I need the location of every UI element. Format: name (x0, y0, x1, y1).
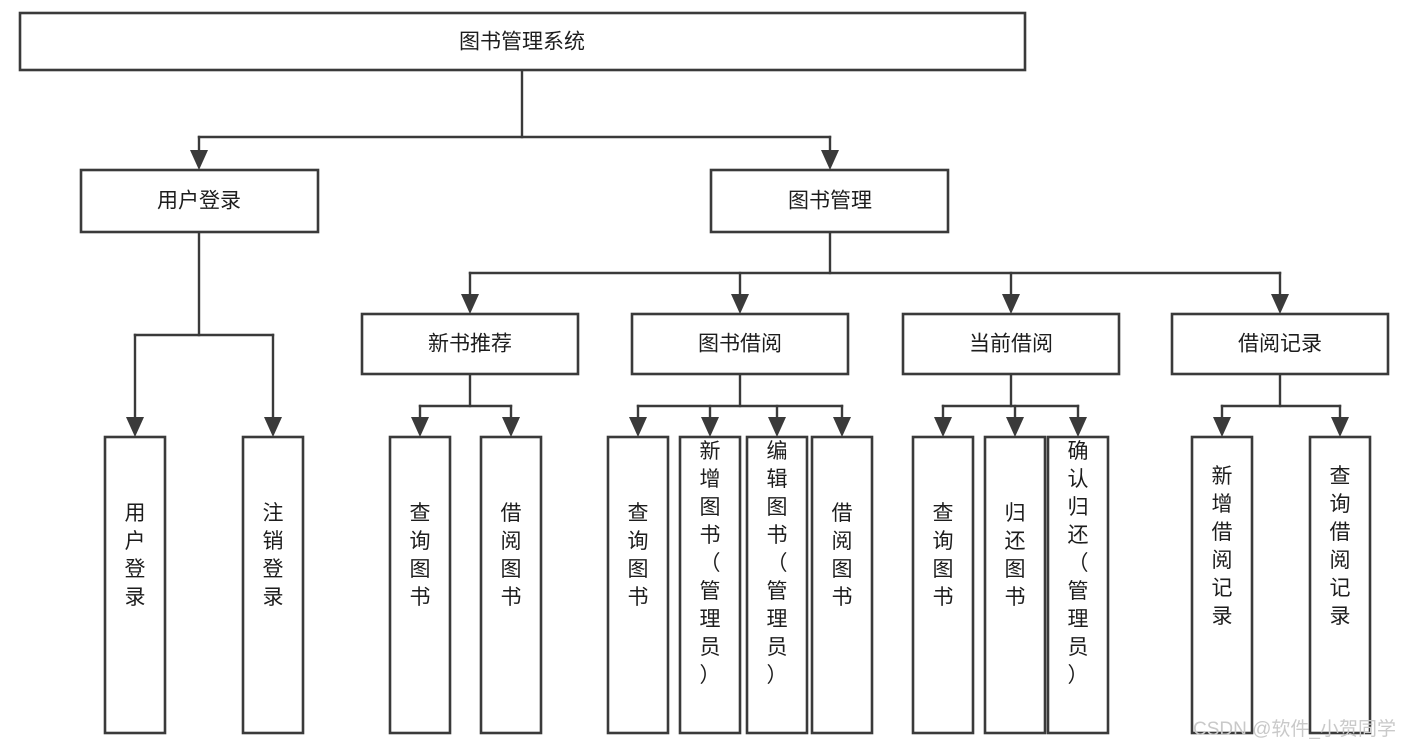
connector-layer (126, 68, 1349, 437)
node-book-borrow-label: 图书借阅 (698, 333, 782, 356)
leaf-borrow-book-1-label: 借阅图书 (501, 502, 522, 609)
arrowhead-leaf-return-book (1006, 417, 1024, 437)
arrowhead-leaf-user-login (126, 417, 144, 437)
arrowhead-leaf-add-record (1213, 417, 1231, 437)
leaf-confirm-return[interactable]: 确认归还（管理员） (1046, 435, 1110, 735)
leaf-query-book-2-label: 查询图书 (628, 502, 649, 609)
node-new-book-rec[interactable]: 新书推荐 (360, 312, 580, 376)
node-new-book-rec-box[interactable] (360, 312, 580, 376)
leaf-add-book[interactable]: 新增图书（管理员） (678, 435, 742, 735)
leaf-logout-label: 注销登录 (263, 502, 284, 609)
arrowhead-new-book-rec (461, 294, 479, 314)
node-borrow-record[interactable]: 借阅记录 (1170, 312, 1390, 376)
node-user-login-label: 用户登录 (157, 190, 241, 213)
leaf-return-book-label: 归还图书 (1005, 502, 1026, 609)
leaf-query-record-box[interactable] (1308, 435, 1372, 735)
leaf-edit-book-label: 编辑图书（管理员） (767, 440, 788, 687)
node-borrow-record-box[interactable] (1170, 312, 1390, 376)
arrowhead-leaf-add-book (701, 417, 719, 437)
leaf-query-record-label: 查询借阅记录 (1330, 465, 1351, 628)
arrowhead-leaf-query-book-2 (629, 417, 647, 437)
leaf-logout[interactable]: 注销登录 (241, 435, 305, 735)
leaf-edit-book[interactable]: 编辑图书（管理员） (745, 435, 809, 735)
leaf-add-book-label: 新增图书（管理员） (700, 440, 721, 687)
leaf-add-record[interactable]: 新增借阅记录 (1190, 435, 1254, 735)
node-user-login[interactable]: 用户登录 (79, 168, 320, 234)
leaf-borrow-book-2-label: 借阅图书 (832, 502, 853, 609)
node-root[interactable]: 图书管理系统 (18, 11, 1027, 72)
leaf-query-book-3-box[interactable] (911, 435, 975, 735)
leaf-query-book-3[interactable]: 查询图书 (911, 435, 975, 735)
arrowhead-leaf-borrow-book-1 (502, 417, 520, 437)
leaf-return-book-box[interactable] (983, 435, 1047, 735)
arrowhead-user-login (190, 150, 208, 170)
leaf-borrow-book-1[interactable]: 借阅图书 (479, 435, 543, 735)
node-book-manage-box[interactable] (709, 168, 950, 234)
arrowhead-current-borrow (1002, 294, 1020, 314)
leaf-logout-box[interactable] (241, 435, 305, 735)
arrowhead-leaf-query-book-1 (411, 417, 429, 437)
leaf-borrow-book-1-box[interactable] (479, 435, 543, 735)
leaf-user-login[interactable]: 用户登录 (103, 435, 167, 735)
leaf-query-book-3-label: 查询图书 (933, 502, 954, 609)
leaf-confirm-return-label: 确认归还（管理员） (1068, 440, 1089, 687)
leaf-add-book-box[interactable] (678, 435, 742, 735)
leaf-query-book-1-label: 查询图书 (410, 502, 431, 609)
leaf-query-book-2-box[interactable] (606, 435, 670, 735)
arrowhead-leaf-confirm-return (1069, 417, 1087, 437)
leaf-query-record[interactable]: 查询借阅记录 (1308, 435, 1372, 735)
node-current-borrow[interactable]: 当前借阅 (901, 312, 1121, 376)
arrowhead-leaf-edit-book (768, 417, 786, 437)
node-new-book-rec-label: 新书推荐 (428, 333, 512, 356)
node-book-borrow[interactable]: 图书借阅 (630, 312, 850, 376)
node-root-box[interactable] (18, 11, 1027, 72)
leaf-add-record-label: 新增借阅记录 (1212, 465, 1233, 628)
leaf-confirm-return-box[interactable] (1046, 435, 1110, 735)
node-current-borrow-label: 当前借阅 (969, 333, 1053, 356)
node-borrow-record-label: 借阅记录 (1238, 333, 1322, 356)
node-current-borrow-box[interactable] (901, 312, 1121, 376)
leaf-return-book[interactable]: 归还图书 (983, 435, 1047, 735)
node-book-borrow-box[interactable] (630, 312, 850, 376)
leaf-add-record-box[interactable] (1190, 435, 1254, 735)
arrowhead-leaf-logout (264, 417, 282, 437)
node-book-manage-label: 图书管理 (788, 190, 872, 213)
node-book-manage[interactable]: 图书管理 (709, 168, 950, 234)
csdn-watermark: CSDN @软件_小贺同学 (1193, 718, 1396, 740)
arrowhead-book-manage (821, 150, 839, 170)
leaf-query-book-1-box[interactable] (388, 435, 452, 735)
leaf-user-login-box[interactable] (103, 435, 167, 735)
node-user-login-box[interactable] (79, 168, 320, 234)
arrowhead-borrow-record (1271, 294, 1289, 314)
leaf-borrow-book-2-box[interactable] (810, 435, 874, 735)
node-root-label: 图书管理系统 (459, 31, 585, 54)
leaf-query-book-2[interactable]: 查询图书 (606, 435, 670, 735)
arrowhead-leaf-query-record (1331, 417, 1349, 437)
leaf-edit-book-box[interactable] (745, 435, 809, 735)
arrowhead-leaf-query-book-3 (934, 417, 952, 437)
leaf-user-login-label: 用户登录 (125, 502, 146, 609)
arrowhead-book-borrow (731, 294, 749, 314)
arrowhead-leaf-borrow-book-2 (833, 417, 851, 437)
leaf-borrow-book-2[interactable]: 借阅图书 (810, 435, 874, 735)
leaf-query-book-1[interactable]: 查询图书 (388, 435, 452, 735)
